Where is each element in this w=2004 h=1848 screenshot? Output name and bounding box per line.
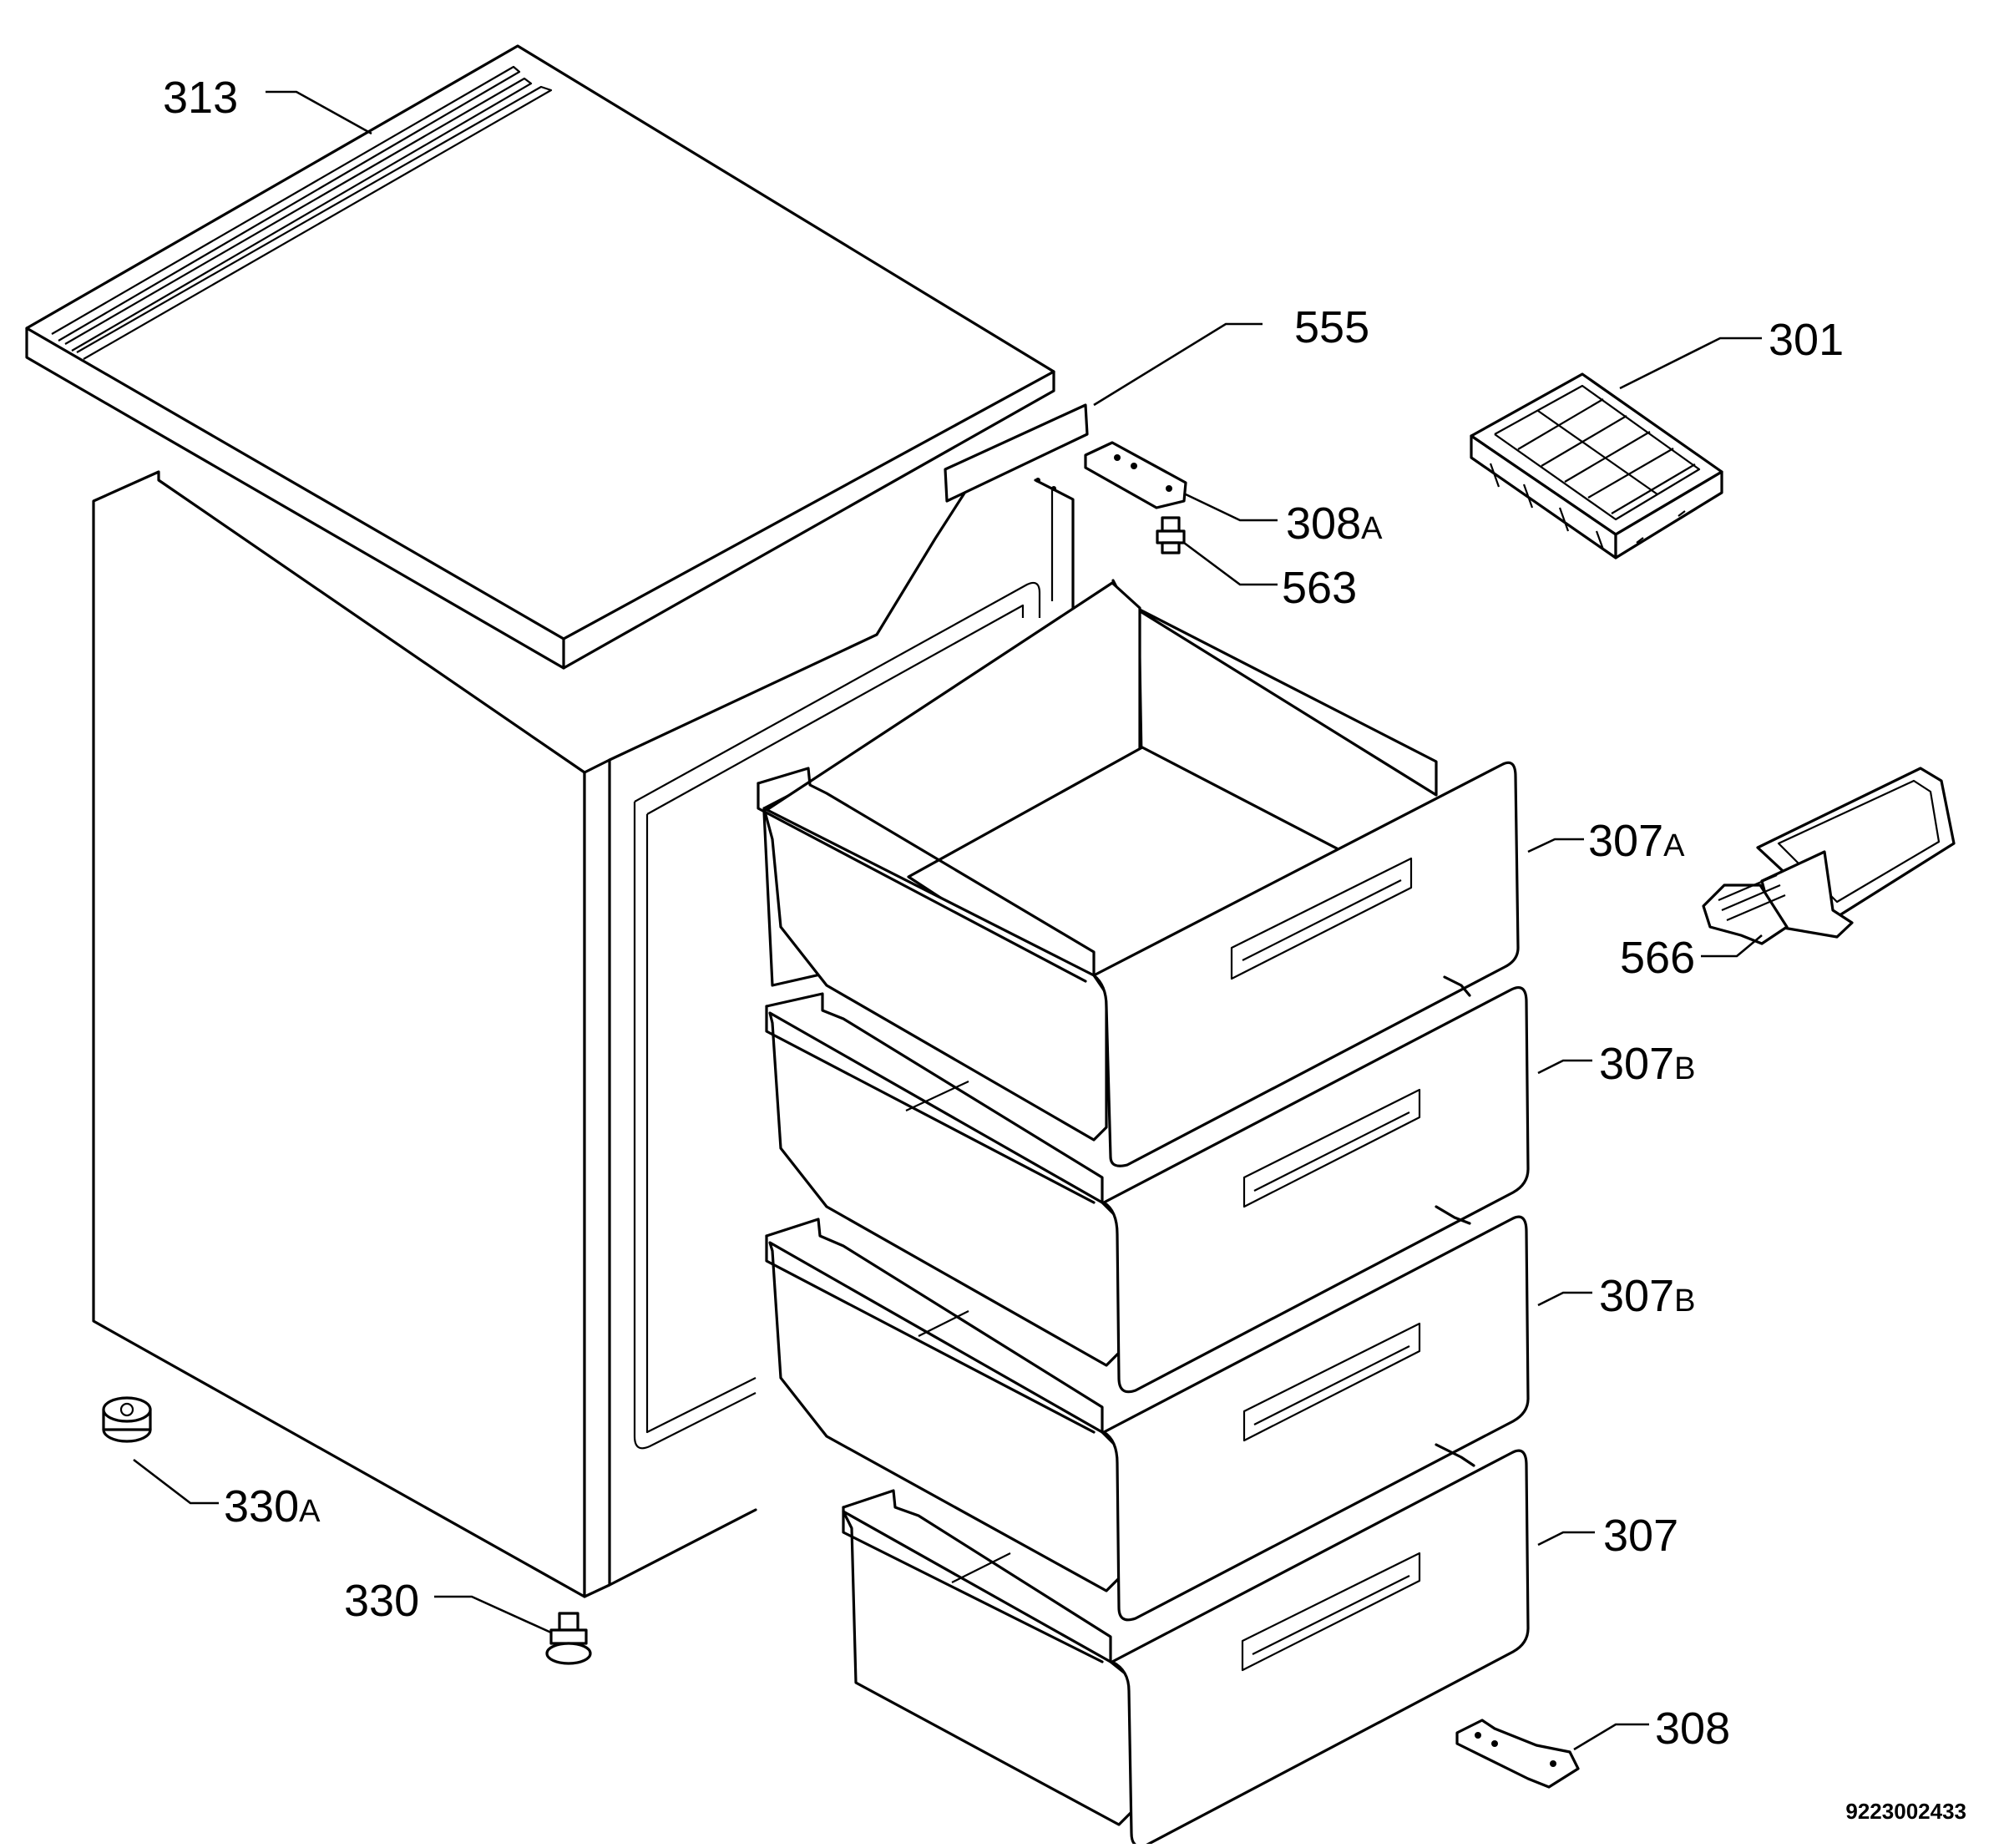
leader-563 bbox=[1183, 541, 1278, 586]
callout-308: 308 bbox=[1655, 1704, 1730, 1754]
ice-tray-feet bbox=[1489, 463, 1686, 550]
drawer-307b-lower-left-rim bbox=[765, 1218, 1104, 1434]
top-lid-groove-3 bbox=[76, 85, 553, 360]
drawer-307a-handle-slot bbox=[1230, 857, 1413, 980]
callout-307a: 307A bbox=[1588, 816, 1685, 866]
foot-330a-top bbox=[102, 1396, 152, 1423]
ice-tray-301 bbox=[1470, 372, 1723, 559]
leader-330a bbox=[133, 1458, 219, 1505]
scraper-grip-ribs bbox=[1718, 873, 1786, 922]
leader-313 bbox=[266, 90, 372, 135]
drawer-307b-lower bbox=[765, 1205, 1530, 1622]
drawing-code: 9223002433 bbox=[1845, 1799, 1966, 1824]
drawer-307b-upper-left-rim bbox=[765, 992, 1104, 1204]
drawer-307a-left-lip bbox=[757, 782, 1087, 983]
cabinet-bottom-edge bbox=[608, 1508, 757, 1587]
gasket-inner-top bbox=[646, 604, 1025, 815]
callout-555: 555 bbox=[1294, 302, 1369, 352]
leader-301 bbox=[1619, 337, 1762, 390]
cabinet-rear-corner bbox=[1034, 478, 1075, 615]
drawer-307b-upper-handle-slot bbox=[1242, 1088, 1421, 1208]
drawer-307-handle-slot bbox=[1241, 1552, 1421, 1672]
drawer-307-left-side bbox=[842, 1510, 1133, 1826]
callout-308a: 308A bbox=[1286, 499, 1383, 549]
cabinet-body bbox=[92, 470, 1075, 1598]
leader-307a bbox=[1527, 838, 1584, 853]
leader-307b-upper bbox=[1537, 1059, 1592, 1075]
callout-307: 307 bbox=[1603, 1511, 1678, 1561]
callout-313: 313 bbox=[163, 73, 238, 123]
ice-tray-side bbox=[1614, 470, 1723, 559]
scraper-handle bbox=[1702, 883, 1789, 945]
leader-308 bbox=[1573, 1723, 1649, 1751]
cabinet-top-edge bbox=[608, 478, 974, 762]
foot-330-stem bbox=[558, 1612, 579, 1632]
callout-301: 301 bbox=[1769, 315, 1844, 365]
pin-563-head bbox=[1161, 516, 1181, 533]
gasket-inner-left bbox=[645, 814, 757, 1434]
hinge-308a-plate bbox=[1084, 441, 1187, 509]
drawer-307b-lower-left-side bbox=[768, 1241, 1121, 1592]
drawer-307b-lower-front bbox=[1102, 1215, 1530, 1622]
drawer-307b-upper bbox=[765, 975, 1530, 1394]
drawer-307a-left-rim bbox=[757, 767, 1096, 975]
drawer-307a bbox=[757, 579, 1520, 1167]
cabinet-front-stile bbox=[583, 758, 611, 1598]
leader-566 bbox=[1701, 934, 1763, 958]
foot-330-collar bbox=[549, 1628, 588, 1645]
foot-330a bbox=[102, 1396, 152, 1443]
hinge-308 bbox=[1455, 1719, 1580, 1789]
scraper-566 bbox=[1702, 767, 1956, 945]
callout-330: 330 bbox=[344, 1576, 419, 1626]
leader-555 bbox=[1093, 322, 1263, 407]
callout-563: 563 bbox=[1282, 563, 1357, 613]
foot-330-base bbox=[545, 1642, 592, 1665]
pin-563-collar bbox=[1156, 529, 1186, 544]
leader-330 bbox=[434, 1595, 552, 1634]
top-lid-groove-1 bbox=[51, 65, 521, 342]
leader-308a bbox=[1185, 493, 1278, 522]
pin-563 bbox=[1156, 516, 1186, 554]
pin-563-shank bbox=[1161, 541, 1181, 554]
callout-labels: 313 555 301 308A 563 307A 566 307B 307B … bbox=[163, 73, 1966, 1824]
ice-tray-rim bbox=[1494, 384, 1701, 521]
cabinet-side-panel bbox=[92, 470, 586, 1598]
drawer-307b-lower-handle-slot bbox=[1242, 1322, 1421, 1442]
callout-566: 566 bbox=[1620, 933, 1695, 983]
hinge-308-plate bbox=[1455, 1719, 1580, 1789]
top-lid-groove-2 bbox=[64, 77, 533, 352]
drawer-307 bbox=[842, 1443, 1530, 1848]
leader-307 bbox=[1537, 1531, 1595, 1547]
gasket-frame-top bbox=[634, 581, 1041, 802]
leader-307b-lower bbox=[1537, 1291, 1592, 1307]
drawer-307b-upper-left-side bbox=[768, 1011, 1121, 1367]
callout-307b-upper: 307B bbox=[1599, 1039, 1695, 1089]
leader-lines bbox=[133, 90, 1763, 1751]
gasket-frame-left bbox=[633, 802, 757, 1450]
callout-307b-lower: 307B bbox=[1599, 1271, 1695, 1321]
strip-555 bbox=[944, 403, 1089, 503]
drawer-307b-upper-front bbox=[1102, 985, 1530, 1394]
drawer-307-front bbox=[1111, 1449, 1530, 1848]
drawer-307-left-rim bbox=[842, 1489, 1112, 1663]
callout-330a: 330A bbox=[224, 1481, 321, 1532]
hinge-308a bbox=[1084, 441, 1187, 509]
foot-330 bbox=[545, 1612, 592, 1665]
top-lid bbox=[25, 44, 1055, 670]
